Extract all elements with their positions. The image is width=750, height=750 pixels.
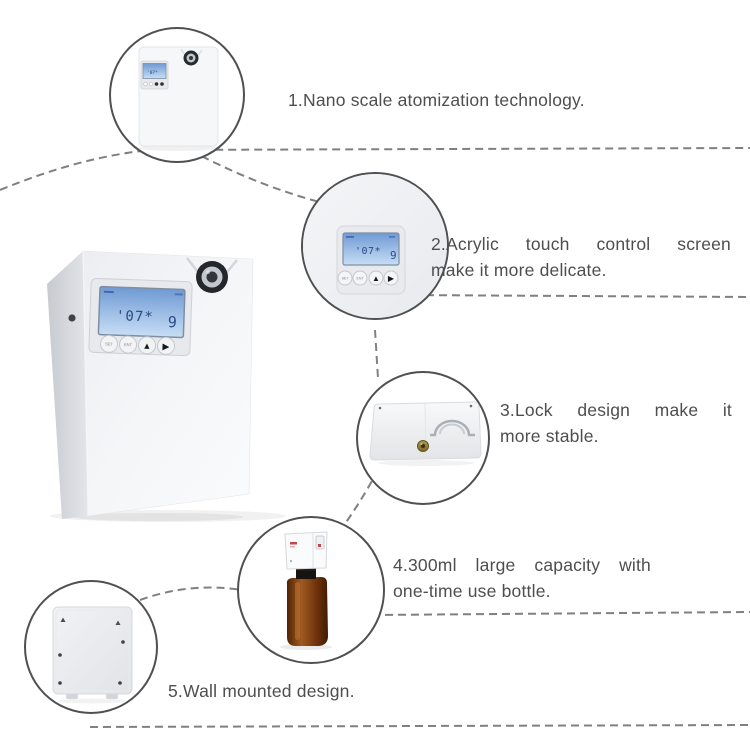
- feature-4-line2: one-time use bottle.: [393, 581, 551, 601]
- bottle-body: [286, 577, 328, 646]
- button-up[interactable]: [138, 336, 157, 355]
- device-edge-highlight: [82, 250, 89, 517]
- callout-circle-touch-screen: '07* 9 SET ENT ▲ ▶: [301, 172, 449, 320]
- head-red-label: [290, 542, 297, 545]
- lock-icon[interactable]: [417, 440, 429, 452]
- control-buttons-closeup[interactable]: SET ENT ▲ ▶: [337, 270, 399, 286]
- device-shadow-inner: [73, 513, 243, 521]
- play-arrow-icon: ▶: [388, 274, 395, 283]
- button-set[interactable]: [337, 270, 353, 286]
- up-arrow-icon: ▲: [372, 274, 380, 283]
- callout-circle-back-panel: [24, 580, 158, 714]
- dashed-connector-7: [371, 611, 750, 616]
- lcd-display-text: '07*: [116, 308, 154, 325]
- spray-nozzle-icon: [196, 261, 228, 293]
- feature-1-label: 1.Nano scale atomization technology.: [288, 87, 585, 113]
- keyhole-slot-right: [115, 620, 121, 625]
- button-play[interactable]: [383, 270, 399, 286]
- feature-4-line1: 4.300ml large capacity with: [393, 555, 651, 575]
- button-ent-label: ENT: [124, 342, 133, 347]
- lcd-screen-closeup: [342, 232, 400, 266]
- lcd-digit: 9: [168, 313, 178, 331]
- feature-3-line1: 3.Lock design make it: [500, 400, 732, 420]
- play-arrow-icon: ▶: [162, 341, 169, 351]
- bottle-icon: [280, 531, 332, 650]
- screw: [118, 681, 122, 685]
- button-ent-label: ENT: [357, 277, 365, 281]
- button-up[interactable]: [368, 270, 384, 286]
- button-play[interactable]: [157, 336, 176, 355]
- control-panel: '07* 9 SET ENT ▲ ▶: [88, 277, 193, 357]
- callout-circle-lock: [356, 371, 490, 505]
- feature-5-line1: 5.Wall mounted design.: [168, 681, 355, 701]
- feature-3-label: 3.Lock design make it more stable.: [500, 397, 732, 449]
- button-set-label: SET: [342, 277, 350, 281]
- control-buttons[interactable]: SET ENT ▲ ▶: [100, 334, 176, 355]
- lcd-screen: [97, 285, 186, 339]
- callout-circle-front-view: '07*: [109, 27, 245, 163]
- device-front-mini-icon: '07*: [138, 46, 219, 151]
- lcd-indicator-bar: [103, 290, 114, 294]
- button-set-label: SET: [105, 341, 114, 346]
- feature-3-line2: more stable.: [500, 426, 599, 446]
- keyhole-slot-left: [60, 617, 66, 622]
- lcd-closeup-text: '07*: [355, 246, 381, 257]
- touch-screen-closeup-icon: '07* 9 SET ENT ▲ ▶: [303, 174, 447, 318]
- device-side-face: [47, 251, 88, 519]
- screw: [58, 681, 62, 685]
- button-ent[interactable]: [352, 270, 368, 286]
- back-panel-icon: [52, 606, 133, 704]
- feature-2-line2: make it more delicate.: [431, 260, 607, 280]
- handle-arc: [430, 419, 475, 437]
- diffuser-main-image: '07* 9 SET ENT ▲ ▶: [47, 250, 286, 522]
- foot: [106, 694, 118, 699]
- lcd-indicator-bar2: [174, 293, 183, 296]
- feature-4-label: 4.300ml large capacity with one-time use…: [393, 552, 651, 604]
- callout-circle-bottle: [237, 516, 385, 664]
- dashed-connector-2: [189, 149, 353, 211]
- dashed-connector-6: [139, 586, 243, 601]
- dashed-connector-3: [399, 294, 750, 298]
- feature-1-line1: 1.Nano scale atomization technology.: [288, 90, 585, 110]
- feature-2-label: 2.Acrylic touch control screen make it m…: [431, 231, 731, 283]
- mini-lcd-text: '07*: [147, 70, 158, 76]
- screw: [58, 653, 62, 657]
- side-port-hole: [68, 314, 76, 322]
- up-arrow-icon: ▲: [142, 341, 151, 351]
- button-set[interactable]: [100, 334, 119, 353]
- button-ent[interactable]: [119, 335, 138, 354]
- feature-2-line1: 2.Acrylic touch control screen: [431, 234, 731, 254]
- dashed-connector-4: [374, 329, 379, 379]
- foot: [66, 694, 78, 699]
- dashed-connector-8: [89, 724, 750, 728]
- feature-5-label: 5.Wall mounted design.: [168, 678, 355, 704]
- lcd-closeup-digit: 9: [390, 249, 397, 262]
- lock-top-view-icon: [369, 401, 482, 466]
- screw: [121, 640, 125, 644]
